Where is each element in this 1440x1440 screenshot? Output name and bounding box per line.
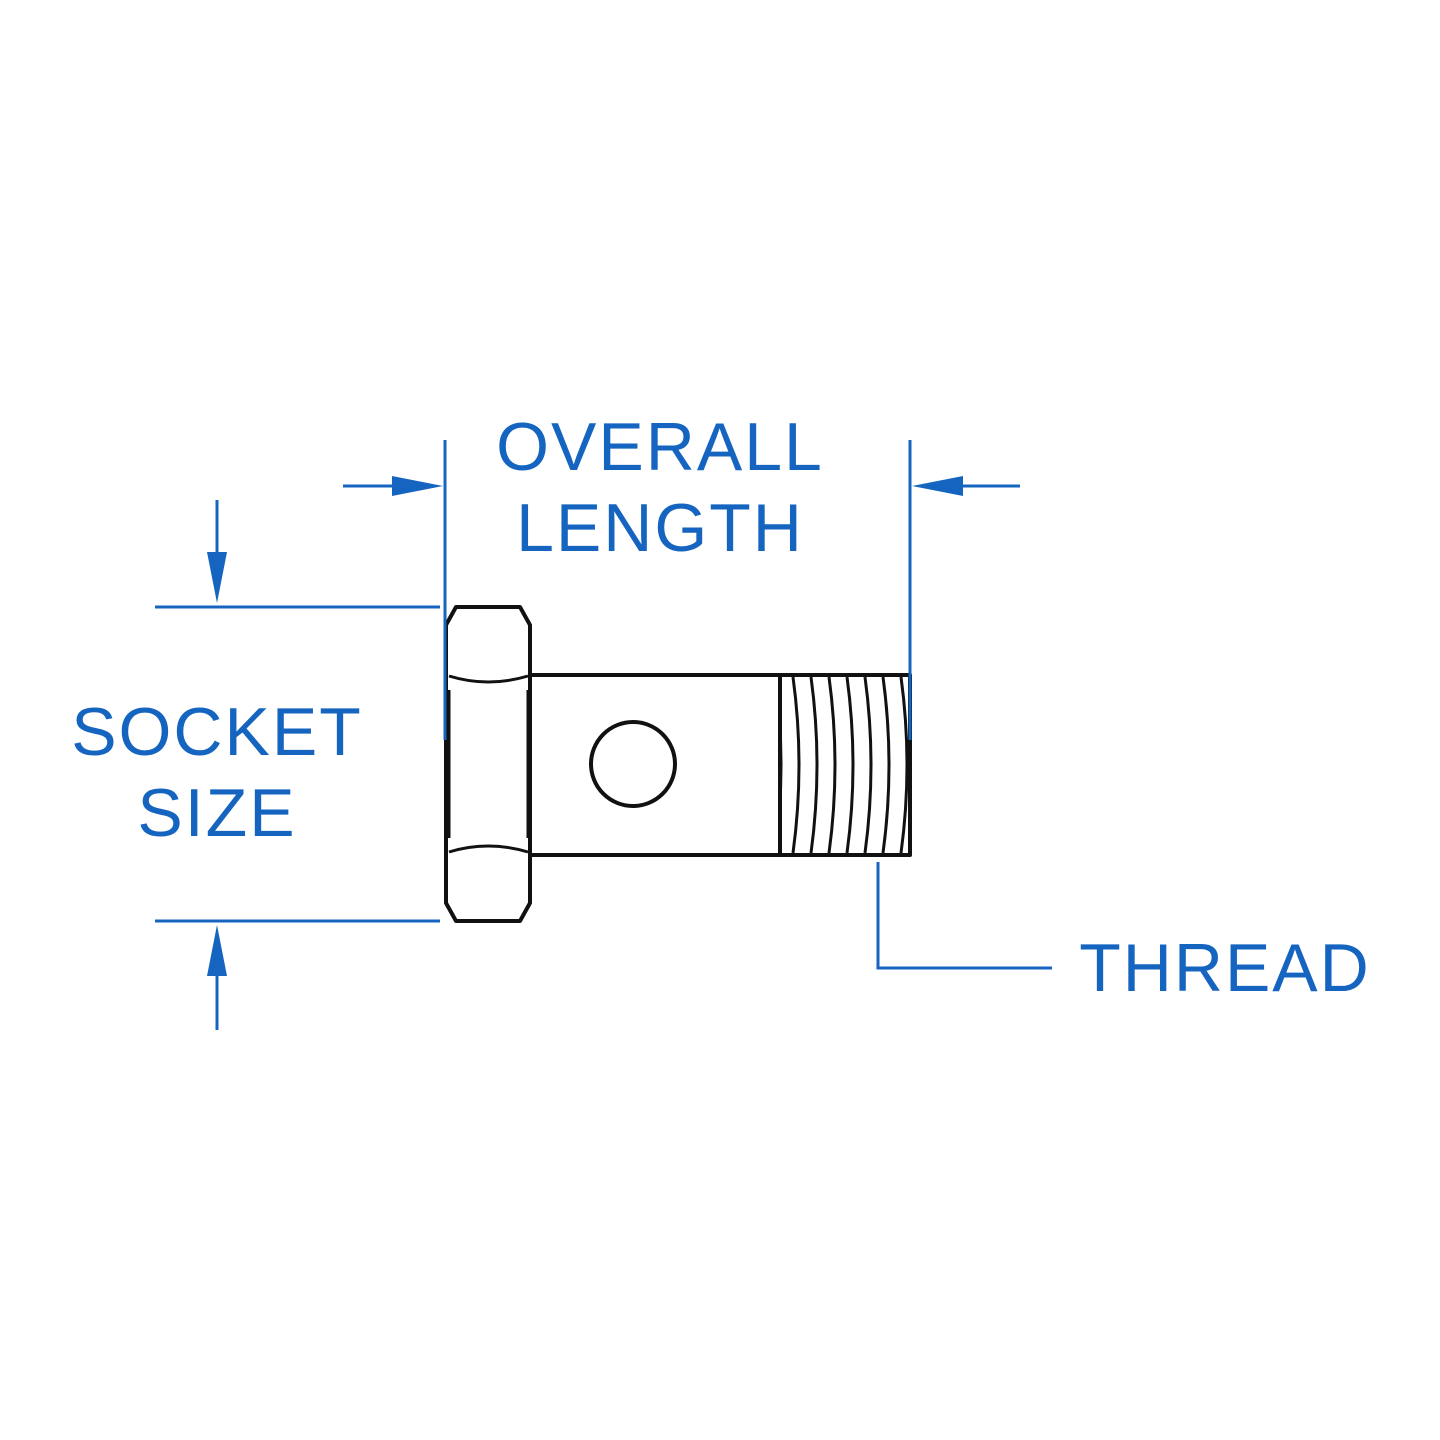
thread-crest xyxy=(809,676,819,854)
hex-facet-lower xyxy=(448,844,529,854)
socket-size-label-line2: SIZE xyxy=(137,775,296,851)
overall-length-arrow-left xyxy=(392,476,443,496)
thread-label: THREAD xyxy=(1079,930,1371,1006)
thread-crest xyxy=(863,676,873,854)
overall-length-label-line1: OVERALL xyxy=(496,409,824,485)
banjo-bolt xyxy=(444,605,912,923)
thread-crest xyxy=(899,676,909,854)
socket-size-arrow-top xyxy=(207,552,227,603)
thread-leader xyxy=(876,862,1052,970)
socket-size-dimension: SOCKET SIZE xyxy=(71,500,440,1030)
socket-size-label-line1: SOCKET xyxy=(71,694,363,770)
thread-crest xyxy=(791,676,801,854)
thread-section xyxy=(766,673,912,857)
hex-head-outline xyxy=(444,605,532,923)
overall-length-arrow-right xyxy=(912,476,963,496)
hex-facet-upper xyxy=(448,674,529,684)
thread-callout: THREAD xyxy=(876,862,1371,1006)
cross-hole xyxy=(589,720,677,808)
overall-length-label-line2: LENGTH xyxy=(516,490,804,566)
thread-crest xyxy=(827,676,837,854)
thread-crest xyxy=(881,676,891,854)
hex-head xyxy=(444,605,532,923)
overall-length-dimension: OVERALL LENGTH xyxy=(343,409,1020,740)
thread-crest xyxy=(845,676,855,854)
socket-size-arrow-bottom xyxy=(207,925,227,976)
